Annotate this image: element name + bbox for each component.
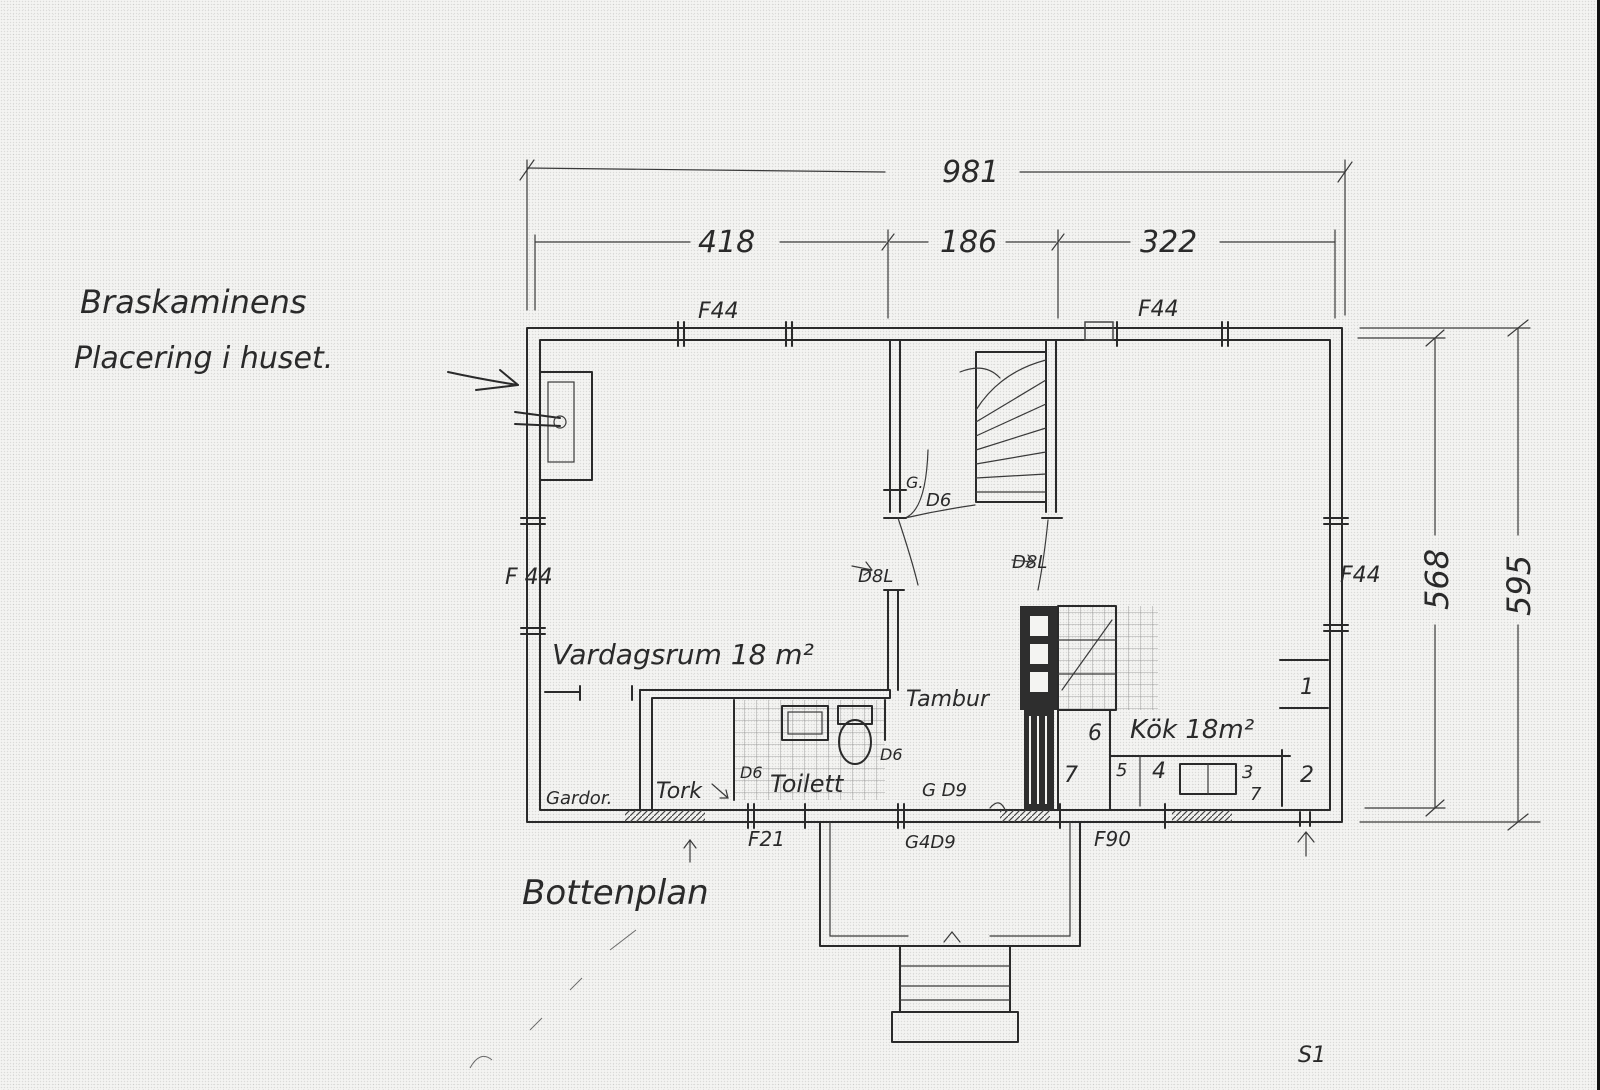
page-edge (1597, 0, 1600, 1090)
code-d8-left: D8L (858, 566, 893, 587)
staircase (883, 339, 1063, 519)
dimension-segments: 418 186 322 (534, 225, 1336, 319)
entrance-porch (683, 821, 1081, 1043)
code-gd9-b: G4D9 (905, 832, 956, 853)
toilet-room (733, 699, 886, 801)
drying-arrow (711, 783, 729, 799)
dim-seg3-label: 322 (1140, 225, 1197, 260)
code-gd9-a: G D9 (922, 780, 967, 801)
kitchen-num-1: 1 (1300, 675, 1314, 700)
code-f44-right: F44 (1340, 563, 1381, 588)
plan-title: Bottenplan (522, 873, 709, 913)
room-toilet-label: Toilett (770, 770, 845, 798)
dim-height-inner-label: 568 (1418, 549, 1456, 610)
room-living-label: Vardagsrum 18 m² (552, 638, 814, 671)
margin-mark-s1: S1 (1298, 1043, 1326, 1068)
code-d6-toilet-right: D6 (880, 745, 903, 764)
bottom-wall-hatching (625, 802, 1232, 829)
code-f21: F21 (748, 827, 785, 851)
room-kitchen-label: Kök 18m² (1130, 715, 1254, 745)
kitchen-num-2: 2 (1300, 763, 1314, 788)
room-vestibule-label: Tambur (906, 687, 991, 712)
door-arrow-right (1011, 554, 1035, 568)
kitchen-num-3: 3 (1242, 762, 1253, 783)
dim-height-outer-label: 595 (1500, 555, 1538, 616)
code-f44-left: F 44 (505, 565, 553, 590)
kitchen-num-6: 6 (1088, 721, 1102, 746)
dim-seg1-label: 418 (698, 225, 755, 260)
kitchen-fixtures (1020, 605, 1329, 857)
dimension-heights: 568 595 (1357, 319, 1541, 831)
kitchen-num-5: 5 (1116, 760, 1127, 781)
interior-walls (544, 517, 1049, 811)
room-wardrobe-label: Gardor. (546, 788, 612, 809)
code-d6-toilet-left: D6 (740, 763, 763, 782)
code-f44-top-left: F44 (698, 299, 739, 324)
dim-seg2-label: 186 (940, 225, 997, 260)
kitchen-num-7b: 7 (1250, 784, 1262, 805)
window-marks (520, 321, 1349, 635)
code-d8-right: D8L (1012, 552, 1047, 573)
dimension-total-width: 981 (519, 155, 1353, 316)
exterior-walls (526, 327, 1343, 823)
code-d6-stair: D6 (926, 490, 951, 511)
code-f90: F90 (1094, 827, 1131, 851)
room-drying-label: Tork (656, 779, 703, 804)
annotation-line2: Placering i huset. (74, 341, 333, 376)
annotation-arrow (447, 369, 519, 391)
margin-sketch-marks (469, 929, 637, 1069)
code-g: G. (906, 473, 923, 492)
code-f44-top-right: F44 (1138, 297, 1179, 322)
kitchen-num-4: 4 (1152, 759, 1166, 784)
dim-total-label: 981 (942, 155, 999, 190)
kitchen-num-7a: 7 (1064, 763, 1078, 788)
door-arrow-left (851, 561, 873, 576)
fireplace-symbol (514, 371, 593, 481)
annotation-line1: Braskaminens (80, 283, 307, 321)
